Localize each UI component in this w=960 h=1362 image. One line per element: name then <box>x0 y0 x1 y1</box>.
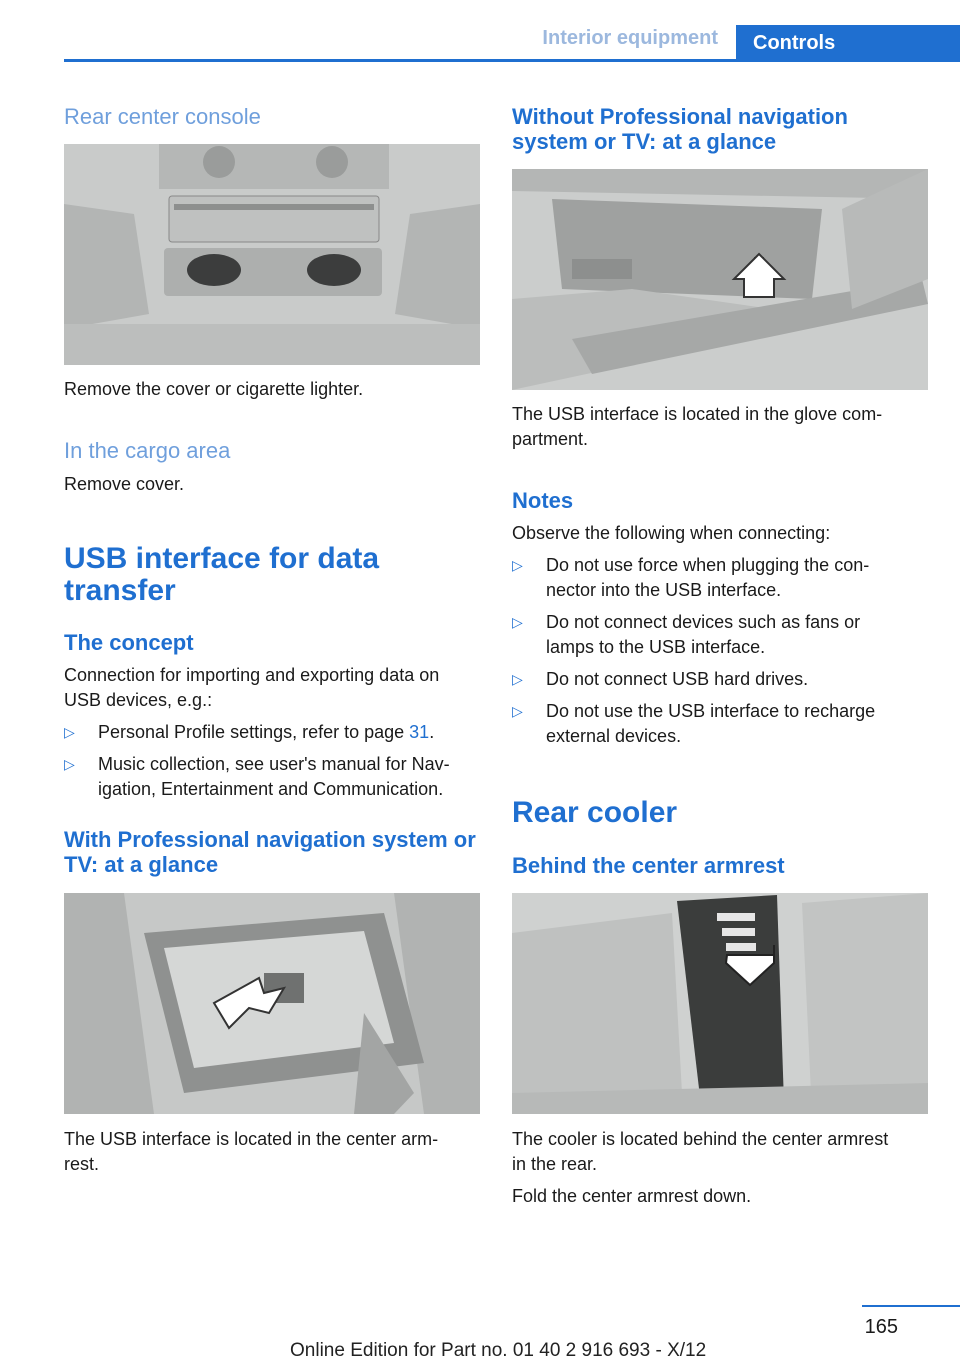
bullet-text-line2: igation, Entertainment and Communication… <box>98 779 444 799</box>
note-line1: Do not connect USB hard drives. <box>546 669 809 689</box>
without-pro-heading-line2: system or TV: at a glance <box>512 129 777 154</box>
page-number: 165 <box>864 1316 898 1338</box>
pro-nav-text: The USB interface is located in the cent… <box>64 1127 438 1177</box>
cooler-text-line1: The cooler is located behind the center … <box>512 1129 889 1149</box>
list-item: ▷ Personal Profile settings, refer to pa… <box>64 720 480 745</box>
center-armrest-figure <box>64 893 480 1114</box>
without-pro-heading-line1: Without Professional navigation <box>512 104 848 129</box>
note-line2: external devices. <box>546 726 682 746</box>
without-pro-heading: Without Professional navigation system o… <box>512 104 942 154</box>
footer-rule <box>862 1305 960 1307</box>
header-rule <box>64 59 960 62</box>
bullet-text-line1: Music collection, see user's manual for … <box>98 754 450 774</box>
rear-console-heading: Rear center console <box>64 104 261 129</box>
notes-intro: Observe the following when connecting: <box>512 523 831 543</box>
bullet-tail: . <box>429 722 435 742</box>
note-line1: Do not use force when plugging the con- <box>546 555 870 575</box>
without-pro-text: The USB interface is located in the glov… <box>512 402 882 452</box>
bullet-triangle-icon: ▷ <box>512 671 523 687</box>
edition-footer: Online Edition for Part no. 01 40 2 916 … <box>290 1340 707 1361</box>
usb-heading-line1: USB interface for data <box>64 542 380 575</box>
pro-nav-text-line1: The USB interface is located in the cent… <box>64 1129 439 1149</box>
rear-console-figure <box>64 144 480 365</box>
list-item: ▷ Do not use the USB interface to rechar… <box>512 699 928 749</box>
header-chapter-tab: Controls <box>736 25 960 62</box>
pro-nav-heading-line2: TV: at a glance <box>64 852 219 877</box>
usb-heading-line2: transfer <box>64 574 176 607</box>
fold-armrest-text: Fold the center armrest down. <box>512 1186 752 1206</box>
concept-heading: The concept <box>64 630 194 655</box>
without-pro-text-line2: partment. <box>512 429 589 449</box>
list-item: ▷ Do not connect devices such as fans or… <box>512 610 928 660</box>
bullet-text: Personal Profile settings, refer to page <box>98 722 410 742</box>
usb-heading: USB interface for data transfer <box>64 543 379 607</box>
list-item: ▷ Music collection, see user's manual fo… <box>64 752 480 802</box>
page-header: Interior equipment Controls <box>0 0 960 62</box>
rear-cooler-heading: Rear cooler <box>512 796 678 829</box>
cargo-text: Remove cover. <box>64 474 185 494</box>
bullet-triangle-icon: ▷ <box>512 703 523 719</box>
bullet-triangle-icon: ▷ <box>512 557 523 573</box>
cargo-heading: In the cargo area <box>64 438 231 463</box>
rear-console-text: Remove the cover or cigarette lighter. <box>64 379 364 399</box>
rear-cooler-illustration <box>512 893 928 1114</box>
notes-bullet-list: ▷ Do not use force when plugging the con… <box>512 553 928 756</box>
concept-bullet-list: ▷ Personal Profile settings, refer to pa… <box>64 720 480 809</box>
cooler-text: The cooler is located behind the center … <box>512 1127 942 1177</box>
center-armrest-illustration <box>64 893 480 1114</box>
armrest-heading: Behind the center armrest <box>512 853 785 878</box>
concept-text: Connection for importing and exporting d… <box>64 663 439 713</box>
pro-nav-heading-line1: With Professional navigation system or <box>64 827 476 852</box>
bullet-triangle-icon: ▷ <box>512 614 523 630</box>
note-line1: Do not use the USB interface to recharge <box>546 701 876 721</box>
concept-text-line1: Connection for importing and exporting d… <box>64 665 440 685</box>
page-reference-link[interactable]: 31 <box>409 722 430 742</box>
bullet-triangle-icon: ▷ <box>64 756 75 772</box>
bullet-triangle-icon: ▷ <box>64 724 75 740</box>
without-pro-text-line1: The USB interface is located in the glov… <box>512 404 883 424</box>
glove-compartment-illustration <box>512 169 928 390</box>
header-section-title: Interior equipment <box>542 27 718 49</box>
pro-nav-heading: With Professional navigation system or T… <box>64 827 494 877</box>
pro-nav-text-line2: rest. <box>64 1154 100 1174</box>
rear-console-illustration <box>64 144 480 365</box>
note-line2: nector into the USB interface. <box>546 580 782 600</box>
list-item: ▷ Do not use force when plugging the con… <box>512 553 928 603</box>
note-line2: lamps to the USB interface. <box>546 637 766 657</box>
cooler-text-line2: in the rear. <box>512 1154 598 1174</box>
concept-text-line2: USB devices, e.g.: <box>64 690 213 710</box>
glove-compartment-figure <box>512 169 928 390</box>
list-item: ▷ Do not connect USB hard drives. <box>512 667 928 692</box>
note-line1: Do not connect devices such as fans or <box>546 612 861 632</box>
notes-heading: Notes <box>512 488 574 513</box>
rear-cooler-figure <box>512 893 928 1114</box>
